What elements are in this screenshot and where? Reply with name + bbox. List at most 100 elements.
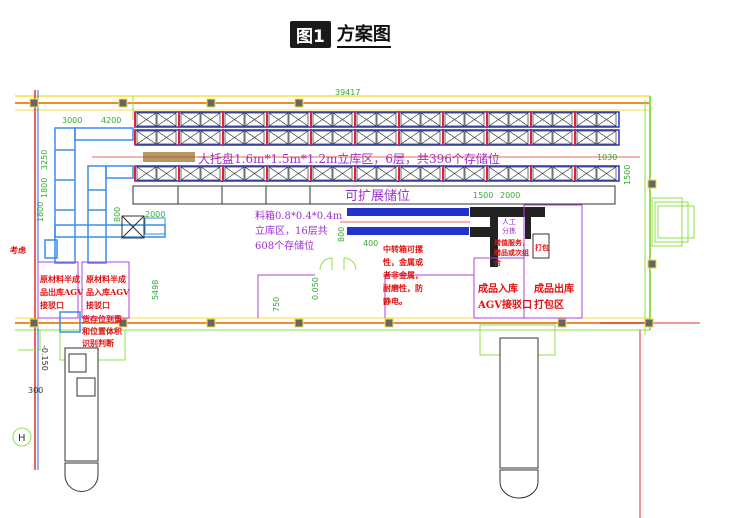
rack-cell: [332, 112, 353, 127]
rack-cell: [532, 112, 553, 127]
svg-text:中转箱可摞: 中转箱可摞: [383, 244, 423, 254]
rack-upright: [442, 166, 444, 181]
svg-text:货存位到重: 货存位到重: [81, 314, 122, 324]
rack-cell: [596, 112, 617, 127]
rack-cell: [356, 130, 377, 145]
rack-upright: [310, 130, 312, 145]
svg-text:5498: 5498: [151, 280, 160, 300]
svg-text:800: 800: [113, 207, 122, 222]
rack-cell: [156, 130, 177, 145]
rack-cell: [244, 130, 265, 145]
svg-text:H: H: [18, 433, 26, 444]
svg-text:4200: 4200: [101, 116, 121, 125]
svg-text:接驳口: 接驳口: [86, 300, 110, 310]
rack-upright: [530, 166, 532, 181]
rack-upright: [354, 130, 356, 145]
expandable-storage: 可扩展储位: [132, 185, 616, 205]
svg-text:1500: 1500: [623, 165, 632, 185]
svg-text:合: 合: [493, 258, 502, 267]
svg-text:性，金属或: 性，金属或: [383, 257, 423, 267]
svg-text:-0.150: -0.150: [40, 345, 49, 371]
rack-upright: [178, 130, 180, 145]
rack-upright: [398, 166, 400, 181]
rack-cell: [180, 130, 201, 145]
rack-cell: [444, 112, 465, 127]
rack-upright: [310, 112, 312, 127]
rack-cell: [400, 130, 421, 145]
rack-cell: [376, 130, 397, 145]
svg-text:立库区，16层共: 立库区，16层共: [255, 224, 328, 237]
rack-cell: [200, 112, 221, 127]
svg-text:接驳口: 接驳口: [40, 300, 64, 310]
rack-cell: [576, 130, 597, 145]
rack-cell: [268, 166, 289, 181]
rack-cell: [312, 166, 333, 181]
figure-title: 图1 方案图: [290, 20, 391, 48]
svg-text:608个存储位: 608个存储位: [255, 239, 314, 252]
svg-text:品入库AGV: 品入库AGV: [86, 287, 130, 297]
rack-cell: [244, 112, 265, 127]
rack-cell: [356, 112, 377, 127]
rack-cell: [596, 130, 617, 145]
rack-cell: [156, 166, 177, 181]
rack-cell: [288, 112, 309, 127]
rack-upright: [266, 166, 268, 181]
svg-text:3000: 3000: [62, 116, 82, 125]
rack-cell: [420, 130, 441, 145]
dimension-labels: 39417 3000 4200 3250 1800 1800 800 2000 …: [18, 88, 632, 444]
rack-cell: [156, 112, 177, 127]
rack-cell: [224, 166, 245, 181]
rack-cell: [464, 130, 485, 145]
rack-upright: [530, 112, 532, 127]
rack-cell: [420, 112, 441, 127]
bin-rack-label: 料箱0.8*0.4*0.4m 立库区，16层共 608个存储位: [255, 209, 343, 252]
rack-cell: [288, 166, 309, 181]
rack-cell: [268, 112, 289, 127]
rack-cell: [576, 166, 597, 181]
svg-text:3250: 3250: [40, 150, 49, 170]
rack-cell: [488, 130, 509, 145]
svg-text:39417: 39417: [335, 88, 360, 97]
svg-text:品出库AGV: 品出库AGV: [40, 287, 84, 297]
rack-cell: [508, 166, 529, 181]
pallet-rack-label: 大托盘1.6m*1.5m*1.2m立库区，6层，共396个存储位: [198, 151, 500, 166]
rack-upright: [442, 112, 444, 127]
svg-text:静电。: 静电。: [383, 296, 407, 306]
svg-text:2000: 2000: [145, 210, 165, 219]
svg-text:打包区: 打包区: [534, 298, 564, 311]
svg-text:1800: 1800: [36, 202, 45, 222]
rack-cell: [200, 130, 221, 145]
rack-cell: [224, 112, 245, 127]
svg-text:400: 400: [363, 239, 378, 248]
rack-cell: [244, 166, 265, 181]
expandable-label: 可扩展储位: [345, 189, 410, 204]
sample-label: 考虑: [10, 245, 26, 255]
figure-number: 图1: [290, 20, 331, 48]
rack-cell: [136, 166, 157, 181]
building-grid: [15, 90, 700, 518]
rack-cell: [444, 130, 465, 145]
rack-upright: [486, 130, 488, 145]
rack-upright: [310, 166, 312, 181]
svg-text:2000: 2000: [500, 191, 520, 200]
svg-text:成品出库: 成品出库: [534, 282, 574, 295]
rack-cell: [596, 166, 617, 181]
svg-text:成品入库: 成品入库: [478, 282, 518, 295]
svg-text:识别判断: 识别判断: [82, 338, 114, 348]
rack-cell: [532, 130, 553, 145]
rack-upright: [266, 130, 268, 145]
zone-outlines: [37, 204, 583, 319]
rack-cell: [488, 112, 509, 127]
rack-cell: [288, 130, 309, 145]
rack-cell: [444, 166, 465, 181]
rack-upright: [178, 112, 180, 127]
rack-cell: [552, 166, 573, 181]
rack-cell: [552, 130, 573, 145]
svg-text:800: 800: [337, 227, 346, 242]
rack-cell: [224, 130, 245, 145]
rack-upright: [530, 130, 532, 145]
